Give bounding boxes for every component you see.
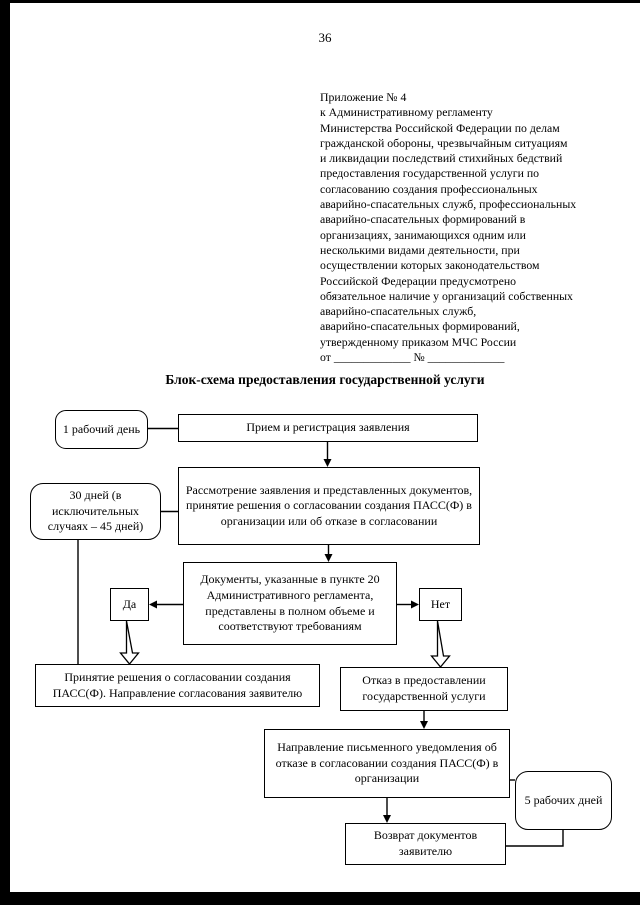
annex-header: Приложение № 4 к Административному регла… bbox=[320, 90, 632, 365]
flow-node-reception: Прием и регистрация заявления bbox=[178, 414, 478, 442]
scan-edge-left bbox=[0, 0, 10, 905]
hollow-arrow-yes-approval bbox=[119, 620, 140, 666]
annex-line: согласованию создания профессиональных bbox=[320, 181, 538, 196]
annex-line: обязательное наличие у организаций собст… bbox=[320, 288, 573, 303]
annex-line: аварийно-спасательных служб, bbox=[320, 304, 477, 319]
arrowhead-down bbox=[324, 554, 333, 562]
flow-label-yes: Да bbox=[110, 588, 149, 621]
flow-term-5-days: 5 рабочих дней bbox=[515, 771, 612, 830]
arrowhead-down bbox=[420, 721, 428, 729]
flow-term-1-day: 1 рабочий день bbox=[55, 410, 148, 449]
flow-node-refusal-notice: Направление письменного уведомления об о… bbox=[264, 729, 510, 798]
arrowhead-down bbox=[323, 459, 332, 467]
annex-line: и ликвидации последствий стихийных бедст… bbox=[320, 151, 563, 166]
annex-line: аварийно-спасательных формирований в bbox=[320, 212, 526, 227]
annex-line: от _____________ № _____________ bbox=[320, 350, 505, 365]
annex-line: аварийно-спасательных формирований, bbox=[320, 319, 520, 334]
arrowhead-left bbox=[149, 600, 157, 609]
annex-line: аварийно-спасательных служб, профессиона… bbox=[320, 197, 577, 212]
arrowhead-down bbox=[383, 815, 391, 823]
annex-line: Министерства Российской Федерации по дел… bbox=[320, 120, 560, 135]
flow-node-refusal: Отказ в предоставлении государственной у… bbox=[340, 667, 508, 711]
annex-line: осуществлении которых законодательством bbox=[320, 258, 540, 273]
arrowhead-right bbox=[411, 600, 419, 609]
page-number: 36 bbox=[318, 30, 332, 45]
scan-edge-bottom bbox=[0, 892, 640, 905]
annex-line: Приложение № 4 bbox=[320, 90, 407, 104]
flow-term-30-days: 30 дней (в исключительных случаях – 45 д… bbox=[30, 483, 161, 540]
flow-node-approval: Принятие решения о согласовании создания… bbox=[35, 664, 320, 707]
annex-line: утвержденному приказом МЧС России bbox=[320, 334, 517, 349]
flow-label-no: Нет bbox=[419, 588, 462, 621]
annex-line: к Административному регламенту bbox=[320, 105, 493, 120]
flow-node-review: Рассмотрение заявления и представленных … bbox=[178, 467, 480, 545]
flow-node-return-documents: Возврат документов заявителю bbox=[345, 823, 506, 865]
annex-line: гражданской обороны, чрезвычайным ситуац… bbox=[320, 135, 568, 150]
flow-decision-documents-check: Документы, указанные в пункте 20 Админис… bbox=[183, 562, 397, 645]
connector-term5-return bbox=[506, 830, 564, 847]
hollow-arrow-no-refusal bbox=[430, 620, 451, 669]
annex-line: несколькими видами деятельности, при bbox=[320, 242, 520, 257]
scan-edge-top bbox=[0, 0, 640, 3]
annex-line: Российской Федерации предусмотрено bbox=[320, 273, 517, 288]
annex-line: организациях, занимающихся одним или bbox=[320, 227, 526, 242]
annex-line: предоставления государственной услуги по bbox=[320, 166, 540, 181]
flowchart-title: Блок-схема предоставления государственно… bbox=[165, 372, 485, 387]
